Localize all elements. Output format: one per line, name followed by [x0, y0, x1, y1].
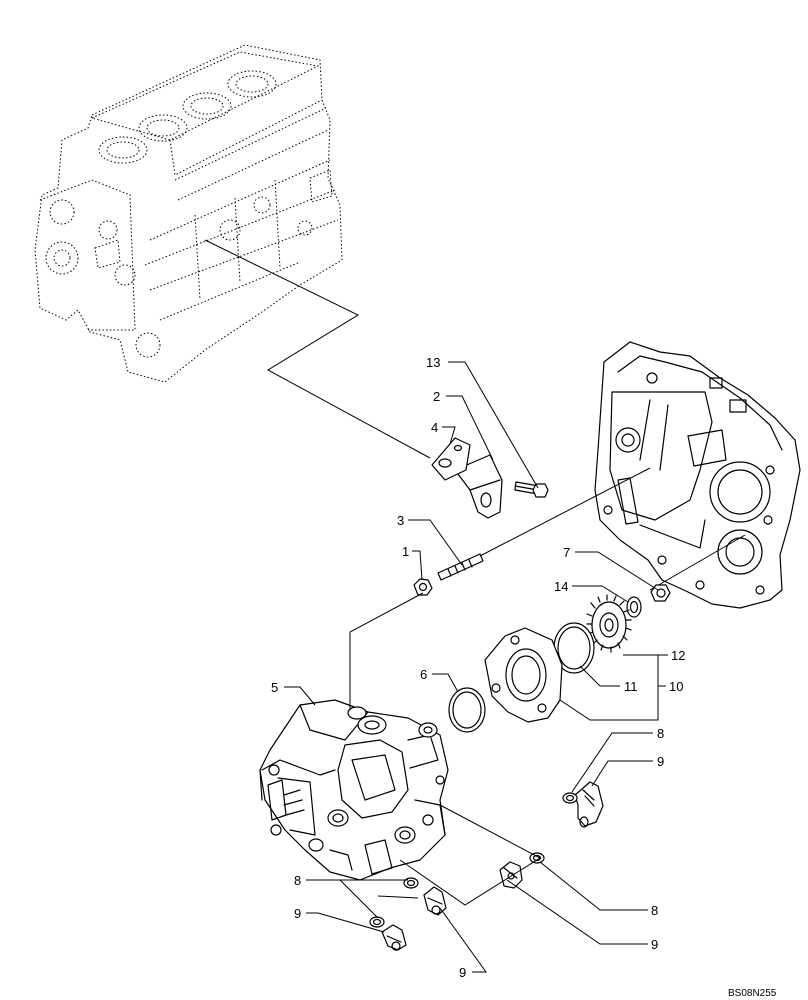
callout-9-bottom: 9 [459, 965, 466, 980]
adapter-flange [484, 627, 563, 723]
callout-5: 5 [271, 680, 278, 695]
callout-8-left: 8 [294, 873, 301, 888]
callout-2: 2 [433, 389, 440, 404]
seal-8-left-lower [369, 916, 385, 928]
callout-1: 1 [402, 544, 409, 559]
elbow-fitting-9-right [574, 781, 604, 828]
callout-8-right: 8 [657, 726, 664, 741]
callout-4: 4 [431, 420, 438, 435]
block-reference-line [204, 239, 431, 459]
o-ring-part-11 [553, 622, 595, 674]
callout-14: 14 [554, 579, 568, 594]
callout-13: 13 [426, 355, 440, 370]
callout-3: 3 [397, 513, 404, 528]
callout-8-bottom-right: 8 [651, 903, 658, 918]
elbow-fitting-9-left-upper [423, 886, 447, 916]
elbow-fitting-9-center [499, 861, 523, 889]
callout-12: 12 [671, 648, 685, 663]
callout-9-left: 9 [294, 906, 301, 921]
seal-8-right [562, 792, 578, 804]
callout-11: 11 [624, 679, 638, 694]
o-ring-part-6 [448, 687, 486, 733]
callout-9-right: 9 [657, 754, 664, 769]
seal-8-center [529, 852, 545, 864]
callout-7: 7 [563, 545, 570, 560]
leader-lines [284, 361, 668, 973]
bracket-part-2 [454, 454, 503, 519]
gear-part-12 [586, 594, 632, 653]
elbow-fitting-9-left-lower [381, 924, 407, 951]
gasket-part-4 [431, 437, 471, 481]
washer-part-14 [626, 596, 642, 618]
document-id: BS08N255 [728, 988, 777, 999]
nut-part-1 [413, 578, 433, 596]
gear-axis-line [649, 534, 746, 591]
bolt-part-13 [514, 481, 549, 498]
callouts: 1 2 3 4 5 6 7 8 8 8 9 9 9 9 10 11 12 13 … [271, 355, 685, 980]
callout-9-bottom-right: 9 [651, 937, 658, 952]
stud-part-3 [437, 553, 484, 581]
callout-10: 10 [669, 679, 683, 694]
gear-housing [594, 341, 801, 609]
pump-part-5 [259, 699, 449, 881]
engine-block [34, 44, 343, 383]
callout-6: 6 [420, 667, 427, 682]
shaft-axis-line [479, 467, 651, 557]
